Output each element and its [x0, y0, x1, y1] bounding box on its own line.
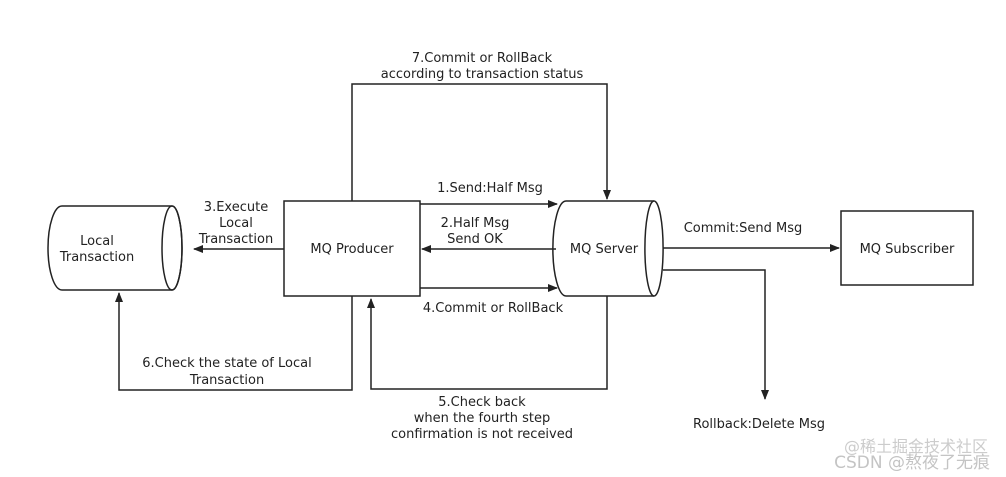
edge-step3-label-2: Local — [219, 216, 253, 231]
watermark: @稀土掘金技术社区 CSDN @熬夜了无痕 — [834, 437, 990, 473]
edge-step4-label: 4.Commit or RollBack — [423, 301, 564, 316]
edge-rollback: Rollback:Delete Msg — [663, 269, 825, 432]
edge-step6-label-2: Transaction — [189, 373, 264, 388]
edge-step5-label-1: 5.Check back — [438, 395, 526, 410]
edge-step1: 1.Send:Half Msg — [420, 181, 558, 208]
edge-step2-label-2: Send OK — [447, 232, 503, 247]
local-transaction-node: Local Transaction — [47, 205, 183, 291]
edge-commit: Commit:Send Msg — [663, 221, 840, 252]
edge-step5-label-2: when the fourth step — [414, 411, 550, 426]
mq-subscriber-node: MQ Subscriber — [840, 210, 974, 286]
mq-producer-node: MQ Producer — [283, 200, 421, 297]
edge-step6-label-1: 6.Check the state of Local — [142, 356, 311, 371]
mq-subscriber-label: MQ Subscriber — [860, 242, 955, 257]
watermark-line-2: CSDN @熬夜了无痕 — [834, 452, 990, 473]
mq-server-label: MQ Server — [570, 242, 639, 257]
local-transaction-label-1: Local — [80, 234, 114, 249]
local-transaction-label-2: Transaction — [59, 250, 134, 265]
edge-step3-label-3: Transaction — [198, 232, 273, 247]
edge-step7: 7.Commit or RollBack according to transa… — [351, 51, 611, 201]
edge-commit-label: Commit:Send Msg — [684, 221, 803, 236]
edge-step3-label-1: 3.Execute — [204, 200, 268, 215]
edge-step2-label-1: 2.Half Msg — [441, 216, 510, 231]
mq-producer-label: MQ Producer — [310, 242, 394, 257]
edge-step4: 4.Commit or RollBack — [420, 284, 564, 316]
edge-rollback-label: Rollback:Delete Msg — [693, 417, 825, 432]
edge-step6: 6.Check the state of Local Transaction — [115, 292, 353, 391]
edge-step1-label: 1.Send:Half Msg — [437, 181, 543, 196]
edge-step3: 3.Execute Local Transaction — [193, 200, 284, 253]
edge-step2: 2.Half Msg Send OK — [421, 216, 556, 253]
watermark-line-1: @稀土掘金技术社区 — [844, 437, 988, 456]
edge-step7-label-2: according to transaction status — [381, 67, 584, 82]
edge-step5-label-3: confirmation is not received — [391, 427, 573, 442]
mq-server-node: MQ Server — [552, 200, 664, 297]
edge-step7-label-1: 7.Commit or RollBack — [412, 51, 553, 66]
edge-step5: 5.Check back when the fourth step confir… — [367, 296, 608, 442]
